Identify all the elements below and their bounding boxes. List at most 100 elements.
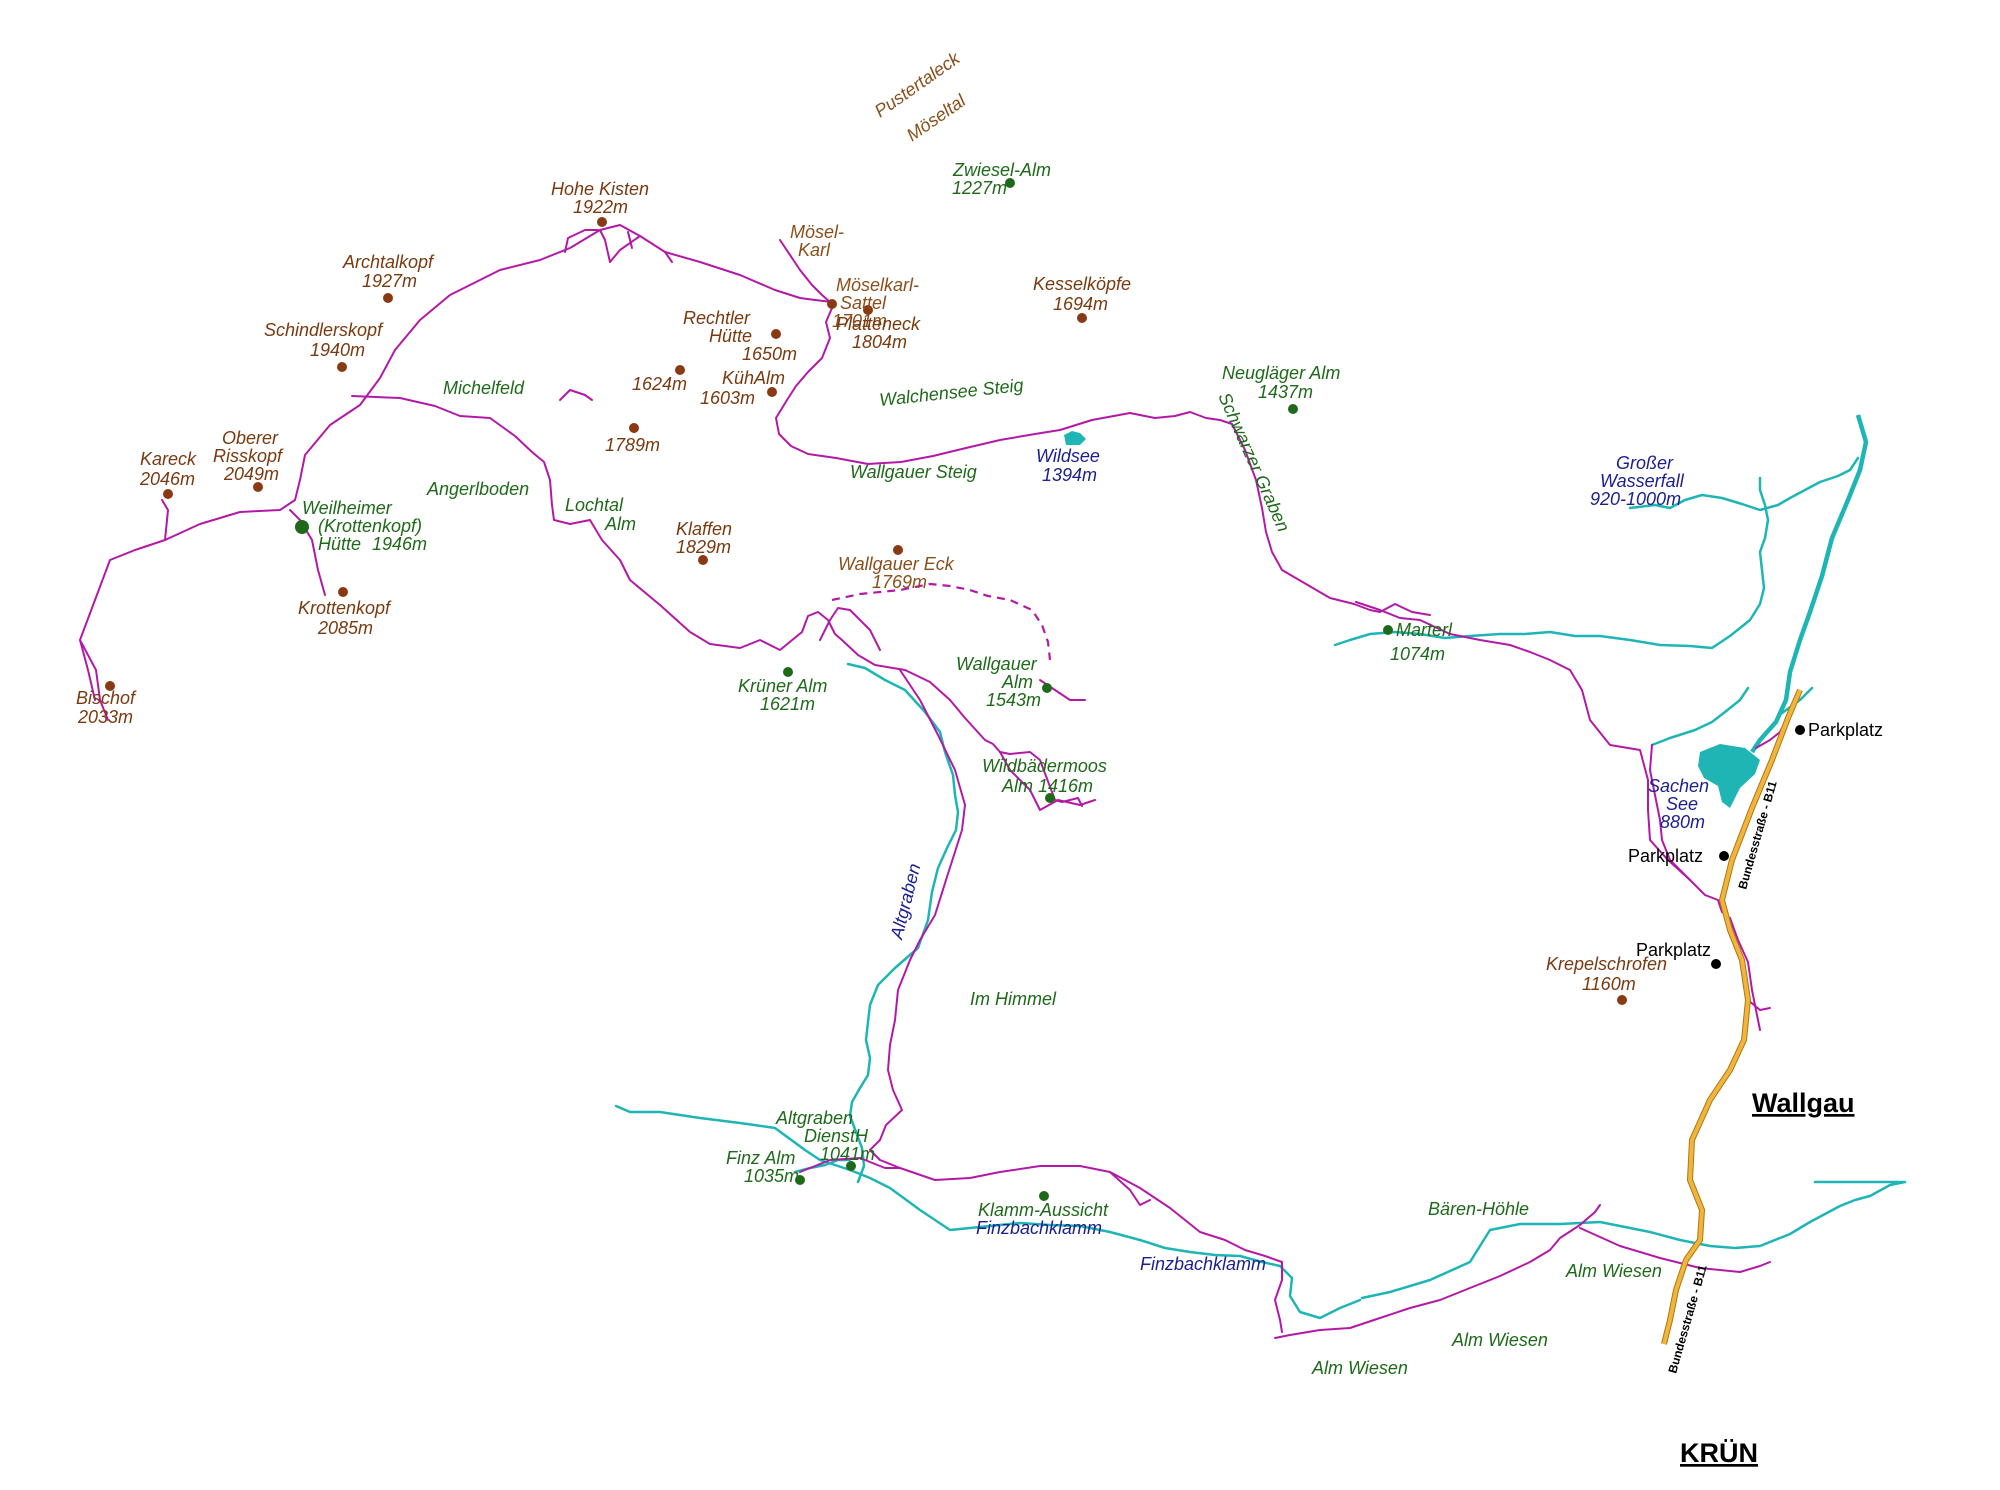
label-oberer-risskopf-elev: 2049m: [223, 464, 279, 484]
trail-mosel-loop: [599, 229, 641, 263]
alm-wallgauer-dot[interactable]: [1042, 683, 1052, 693]
parking-3-dot[interactable]: [1711, 959, 1721, 969]
trail-michelfeld: [351, 395, 1083, 807]
peak-schindlerskopf-dot[interactable]: [337, 362, 347, 372]
alm-wildbaedermoos-dot[interactable]: [1045, 793, 1055, 803]
trail-klamm: [799, 1157, 1283, 1333]
trail-lower-east: [1729, 917, 1761, 1031]
alm-altgraben-dienst-dot[interactable]: [846, 1161, 856, 1171]
label-peak-1624: 1624m: [632, 374, 687, 394]
alm-neuglaeger-dot[interactable]: [1288, 404, 1298, 414]
label-zwiesel-alm-elev: 1227m: [952, 178, 1007, 198]
label-grosser-wasserfall-2: Wasserfall: [1600, 471, 1685, 491]
label-rechtler-2: Hütte: [709, 326, 752, 346]
stream-main-river: [1750, 414, 1869, 754]
label-altgraben-dh-elev: 1041m: [820, 1144, 875, 1164]
trail-alm-wiesen: [1274, 1204, 1601, 1339]
label-hohe-kisten-elev: 1922m: [573, 197, 628, 217]
peak-klaffen-dot[interactable]: [698, 555, 708, 565]
trail-wildbaeder: [999, 751, 1096, 811]
label-sachensee-elev: 880m: [1660, 812, 1705, 832]
peak-kuehalm-dot[interactable]: [767, 387, 777, 397]
peak-platteneck-dot[interactable]: [863, 305, 873, 315]
point-markers: [105, 178, 1805, 1201]
label-marterl-elev: 1074m: [1390, 644, 1445, 664]
label-im-himmel: Im Himmel: [970, 989, 1057, 1009]
label-platteneck-elev: 1804m: [852, 332, 907, 352]
stream-finzbach: [614, 1104, 1362, 1320]
label-parkplatz-1: Parkplatz: [1808, 720, 1883, 740]
label-zwiesel-alm-name: Zwiesel-Alm: [952, 160, 1051, 180]
label-parkplatz-2: Parkplatz: [1628, 846, 1703, 866]
label-oberer-risskopf-2: Risskopf: [213, 446, 284, 466]
label-kareck-elev: 2046m: [139, 469, 195, 489]
peak-krepelschrofen-dot[interactable]: [1617, 995, 1627, 1005]
label-moeselkarl-sattel-1: Möselkarl-: [836, 275, 919, 295]
alm-marterl-dot[interactable]: [1383, 625, 1393, 635]
trail-main-ridge: [79, 224, 833, 701]
peak-1789-dot[interactable]: [629, 423, 639, 433]
peak-krottenkopf-dot[interactable]: [338, 587, 348, 597]
label-grosser-wasserfall-elev: 920-1000m: [1590, 489, 1681, 509]
label-weilheimer-2: (Krottenkopf): [318, 516, 422, 536]
label-moeselkarl-sattel-2: Sattel: [840, 293, 887, 313]
label-alm-wiesen-3: Alm Wiesen: [1311, 1358, 1408, 1378]
label-hohe-kisten-name: Hohe Kisten: [551, 179, 649, 199]
stream-marterl: [1333, 476, 1770, 650]
label-alm-wiesen-1: Alm Wiesen: [1565, 1261, 1662, 1281]
peak-kareck-dot[interactable]: [163, 489, 173, 499]
label-oberer-risskopf-1: Oberer: [222, 428, 279, 448]
label-baeren-hoehle: Bären-Höhle: [1428, 1199, 1529, 1219]
label-platteneck-name: Platteneck: [836, 314, 921, 334]
label-alm-wiesen-2: Alm Wiesen: [1451, 1330, 1548, 1350]
trail-marterl: [1355, 601, 1731, 919]
parking-2-dot[interactable]: [1719, 851, 1729, 861]
label-neuglaeger-name: Neugläger Alm: [1222, 363, 1340, 383]
label-bischof-elev: 2033m: [77, 707, 133, 727]
label-finzbachklamm: Finzbachklamm: [1140, 1254, 1266, 1274]
label-sachensee-1: Sachen: [1648, 776, 1709, 796]
streams: [614, 414, 1907, 1320]
label-wallgauer-eck-elev: 1769m: [872, 572, 927, 592]
lake-wildsee: [1064, 431, 1086, 445]
label-kuehalm-name: KühAlm: [722, 368, 785, 388]
label-parkplatz-3: Parkplatz: [1636, 940, 1711, 960]
alm-weilheimer-dot[interactable]: [295, 520, 309, 534]
label-klaffen-name: Klaffen: [676, 519, 732, 539]
peak-kesselkoepfe-dot[interactable]: [1077, 313, 1087, 323]
alm-finz-dot[interactable]: [795, 1175, 805, 1185]
label-angerlboden: Angerlboden: [426, 479, 529, 499]
trail-kareck: [161, 499, 169, 541]
label-kruener-alm-name: Krüner Alm: [738, 676, 827, 696]
peak-rechtler-dot[interactable]: [771, 329, 781, 339]
label-finz-alm-name: Finz Alm: [726, 1148, 795, 1168]
label-wallgauer-steig: Wallgauer Steig: [850, 462, 977, 482]
alm-zwiesel-dot[interactable]: [1005, 178, 1015, 188]
label-archtalkopf-name: Archtalkopf: [342, 252, 435, 272]
trail-hohe-kisten: [564, 229, 599, 253]
label-wallgau: Wallgau: [1752, 1088, 1855, 1118]
label-weilheimer-1: Weilheimer: [302, 498, 393, 518]
label-weilheimer-3: Hütte: [318, 534, 361, 554]
klamm-aussicht-dot[interactable]: [1039, 1191, 1049, 1201]
label-schindlerskopf-elev: 1940m: [310, 340, 365, 360]
trails: [79, 224, 1789, 1339]
label-moesel-karl-2: Karl: [798, 240, 831, 260]
label-kesselkoepfe-elev: 1694m: [1053, 294, 1108, 314]
peak-hohe-kisten-dot[interactable]: [597, 217, 607, 227]
trail-sachensee-west: [1649, 744, 1691, 881]
parking-1-dot[interactable]: [1795, 725, 1805, 735]
label-krepelschrofen-name: Krepelschrofen: [1546, 954, 1667, 974]
alm-kruener-dot[interactable]: [783, 667, 793, 677]
label-wildsee-elev: 1394m: [1042, 465, 1097, 485]
peak-wallgauer-eck-dot[interactable]: [893, 545, 903, 555]
peak-bischof-dot[interactable]: [105, 681, 115, 691]
label-schwarzer-graben: Schwarzer Graben: [1214, 389, 1293, 534]
peak-moeselkarl-sattel-dot[interactable]: [827, 299, 837, 309]
trail-bischof: [79, 639, 109, 721]
peak-oberer-risskopf-dot[interactable]: [253, 482, 263, 492]
trail-dashed-eck: [831, 582, 1052, 661]
peak-1624-dot[interactable]: [675, 365, 685, 375]
label-grosser-wasserfall-1: Großer: [1616, 453, 1674, 473]
peak-archtalkopf-dot[interactable]: [383, 293, 393, 303]
